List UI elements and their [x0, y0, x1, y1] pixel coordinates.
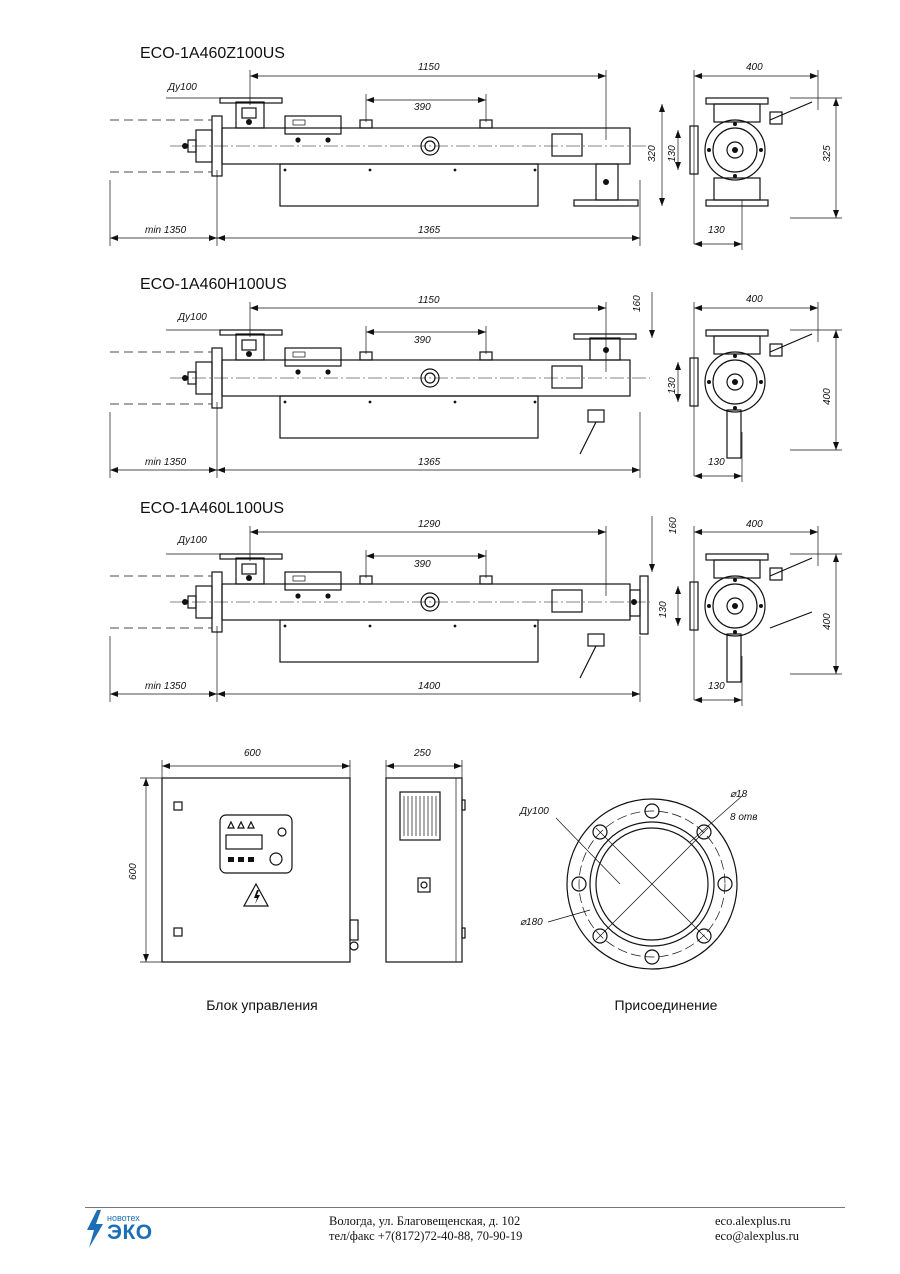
contact-block: eco.alexplus.ru eco@alexplus.ru	[715, 1214, 799, 1244]
model-2-min: min 1350	[145, 457, 187, 468]
model-3-end-w: 400	[746, 519, 763, 530]
connection-caption: Присоединение	[615, 997, 718, 1013]
model-1-mount: 390	[414, 102, 431, 113]
control-block-depth: 250	[413, 748, 431, 759]
model-2-total: 1365	[418, 457, 441, 468]
model-3-end-base: 130	[708, 681, 725, 692]
model-1-title: ECO-1A460Z100US	[140, 45, 285, 62]
model-1-total: 1365	[418, 225, 441, 236]
site-link[interactable]: eco.alexplus.ru	[715, 1214, 791, 1228]
control-block-drawing: 600 600 250	[128, 748, 466, 1013]
model-1-drawing: ECO-1A460Z100US Ду100 1150 390 min 1350 …	[109, 45, 843, 251]
model-2-dn: Ду100	[177, 312, 207, 323]
address-block: Вологда, ул. Благовещенская, д. 102 тел/…	[329, 1214, 522, 1244]
connection-dn: Ду100	[519, 806, 549, 817]
email-link[interactable]: eco@alexplus.ru	[715, 1229, 800, 1243]
model-3-len: 1290	[418, 519, 441, 530]
control-block-height: 600	[128, 863, 139, 880]
model-2-end-total: 400	[822, 388, 833, 405]
model-2-drawing: ECO-1A460H100US Ду100 1150 390 min 1350 …	[109, 276, 843, 483]
connection-drawing: Ду100 ⌀18 8 отв ⌀180 Присоединение	[519, 789, 757, 1013]
model-3-end-total: 400	[822, 613, 833, 630]
connection-circle: ⌀180	[520, 917, 543, 928]
model-1-h-small: 130	[667, 145, 678, 162]
control-block-caption: Блок управления	[206, 997, 318, 1013]
model-2-title: ECO-1A460H100US	[140, 276, 287, 293]
model-2-len: 1150	[418, 295, 440, 306]
model-3-mount: 390	[414, 559, 431, 570]
logo-big-text: ЭКО	[107, 1221, 153, 1244]
model-3-h-small: 130	[658, 601, 669, 618]
model-1-len: 1150	[418, 62, 440, 73]
model-2-mount: 390	[414, 335, 431, 346]
control-block-width: 600	[244, 748, 261, 759]
model-3-min: min 1350	[145, 681, 187, 692]
model-2-h-small: 130	[667, 377, 678, 394]
model-3-drawing: ECO-1A460L100US Ду100 1290 390 min 1350 …	[109, 500, 843, 707]
model-1-end-base: 130	[708, 225, 725, 236]
connection-hole: ⌀18	[730, 789, 748, 800]
model-2-end-base: 130	[708, 457, 725, 468]
company-logo: новотех ЭКО	[85, 1210, 175, 1250]
model-3-total: 1400	[418, 681, 441, 692]
page-footer: новотех ЭКО Вологда, ул. Благовещенская,…	[85, 1207, 845, 1258]
model-1-dn: Ду100	[167, 82, 197, 93]
phone-line: тел/факс +7(8172)72-40-88, 70-90-19	[329, 1229, 523, 1243]
model-3-top: 160	[668, 517, 679, 534]
model-1-end-total: 325	[822, 145, 833, 162]
model-2-end-w: 400	[746, 294, 763, 305]
model-2-top: 160	[632, 295, 643, 312]
lightning-icon	[87, 1210, 103, 1248]
model-3-dn: Ду100	[177, 535, 207, 546]
connection-holes: 8 отв	[730, 812, 757, 823]
model-3-title: ECO-1A460L100US	[140, 500, 284, 517]
logo-small-text: новотех	[107, 1213, 140, 1223]
model-1-min: min 1350	[145, 225, 187, 236]
address-line: Вологда, ул. Благовещенская, д. 102	[329, 1214, 521, 1228]
model-1-h-total: 320	[647, 145, 658, 162]
model-1-end-w: 400	[746, 62, 763, 73]
